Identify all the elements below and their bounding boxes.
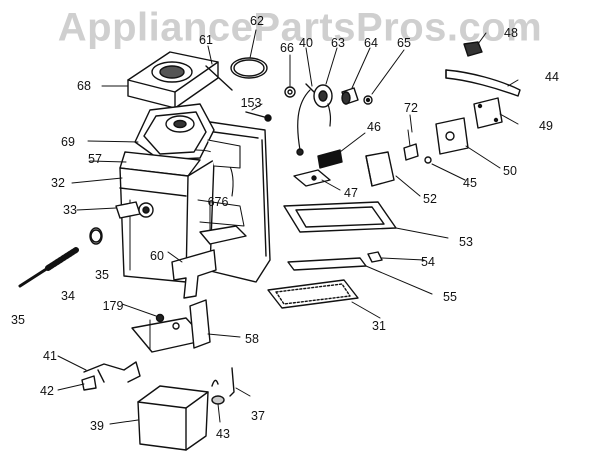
label-part-57: 57: [88, 151, 102, 166]
label-part-41: 41: [43, 348, 57, 363]
label-part-33: 33: [63, 202, 77, 217]
part-53-frame: [283, 201, 397, 233]
part-47-socket: [293, 169, 331, 187]
part-50-plate: [435, 117, 469, 155]
label-part-55: 55: [443, 289, 457, 304]
watermark-text: AppliancePartsPros.com: [57, 5, 543, 50]
label-part-48: 48: [504, 25, 518, 40]
label-part-52: 52: [423, 191, 437, 206]
label-part-44: 44: [545, 69, 559, 84]
part-31-grille: [267, 279, 359, 309]
label-part-35-pin: 35: [11, 312, 25, 327]
part-65-nut: [363, 95, 373, 105]
label-part-40: 40: [299, 35, 313, 50]
part-54-clip: [367, 251, 383, 263]
part-33-connector: [115, 201, 154, 219]
label-part-66: 66: [280, 40, 294, 55]
label-part-72: 72: [404, 100, 418, 115]
part-66-washer: [284, 86, 296, 98]
part-35-plug: [89, 227, 103, 245]
part-39-box: [137, 385, 209, 451]
label-part-37: 37: [251, 408, 265, 423]
label-part-64: 64: [364, 35, 378, 50]
label-part-63: 63: [331, 35, 345, 50]
label-part-34: 34: [61, 288, 75, 303]
part-46-lamp: [317, 149, 343, 169]
part-42-clip: [81, 375, 97, 391]
label-part-53: 53: [459, 234, 473, 249]
label-part-39: 39: [90, 418, 104, 433]
label-part-179: 179: [102, 298, 124, 313]
label-part-42: 42: [40, 383, 54, 398]
part-153-screw: [245, 111, 272, 122]
part-43-button: [211, 379, 225, 405]
part-58-mounting-plate: [131, 299, 211, 353]
label-part-45: 45: [463, 175, 477, 190]
part-44-handle: [445, 69, 521, 97]
part-32-main-body: [119, 103, 271, 283]
label-part-62: 62: [250, 13, 264, 28]
part-60-bracket: [171, 249, 217, 299]
label-part-49: 49: [539, 118, 553, 133]
part-48-cap: [463, 41, 483, 57]
label-part-32: 32: [51, 175, 65, 190]
part-72-switch: [403, 129, 419, 161]
part-41-bracket: [83, 361, 141, 383]
label-part-43: 43: [216, 426, 230, 441]
part-49-plate: [473, 97, 503, 129]
label-part-676: 676: [207, 194, 229, 209]
label-part-60: 60: [150, 248, 164, 263]
label-part-69: 69: [61, 134, 75, 149]
part-676-bracket: [199, 225, 247, 245]
label-part-61: 61: [199, 32, 213, 47]
label-part-50: 50: [503, 163, 517, 178]
label-part-47: 47: [344, 185, 358, 200]
part-52-cover: [365, 151, 395, 187]
label-part-65: 65: [397, 35, 411, 50]
part-62-gasket-ring: [230, 57, 268, 79]
part-55-strip: [287, 257, 367, 271]
part-63-thermostat: [296, 83, 333, 156]
leader-lines: [57, 29, 519, 425]
label-part-54: 54: [421, 254, 435, 269]
part-45-grommet: [424, 156, 432, 164]
label-part-153: 153: [240, 95, 262, 110]
part-68-vent-cover: [127, 51, 219, 109]
label-part-46: 46: [367, 119, 381, 134]
label-part-35-plug: 35: [95, 267, 109, 282]
part-37-wire: [229, 367, 235, 397]
part-34-spring: [18, 247, 79, 288]
part-61-rod: [205, 65, 233, 91]
label-part-68: 68: [77, 78, 91, 93]
label-part-31: 31: [372, 318, 386, 333]
label-part-58: 58: [245, 331, 259, 346]
part-64-knob: [341, 87, 359, 105]
